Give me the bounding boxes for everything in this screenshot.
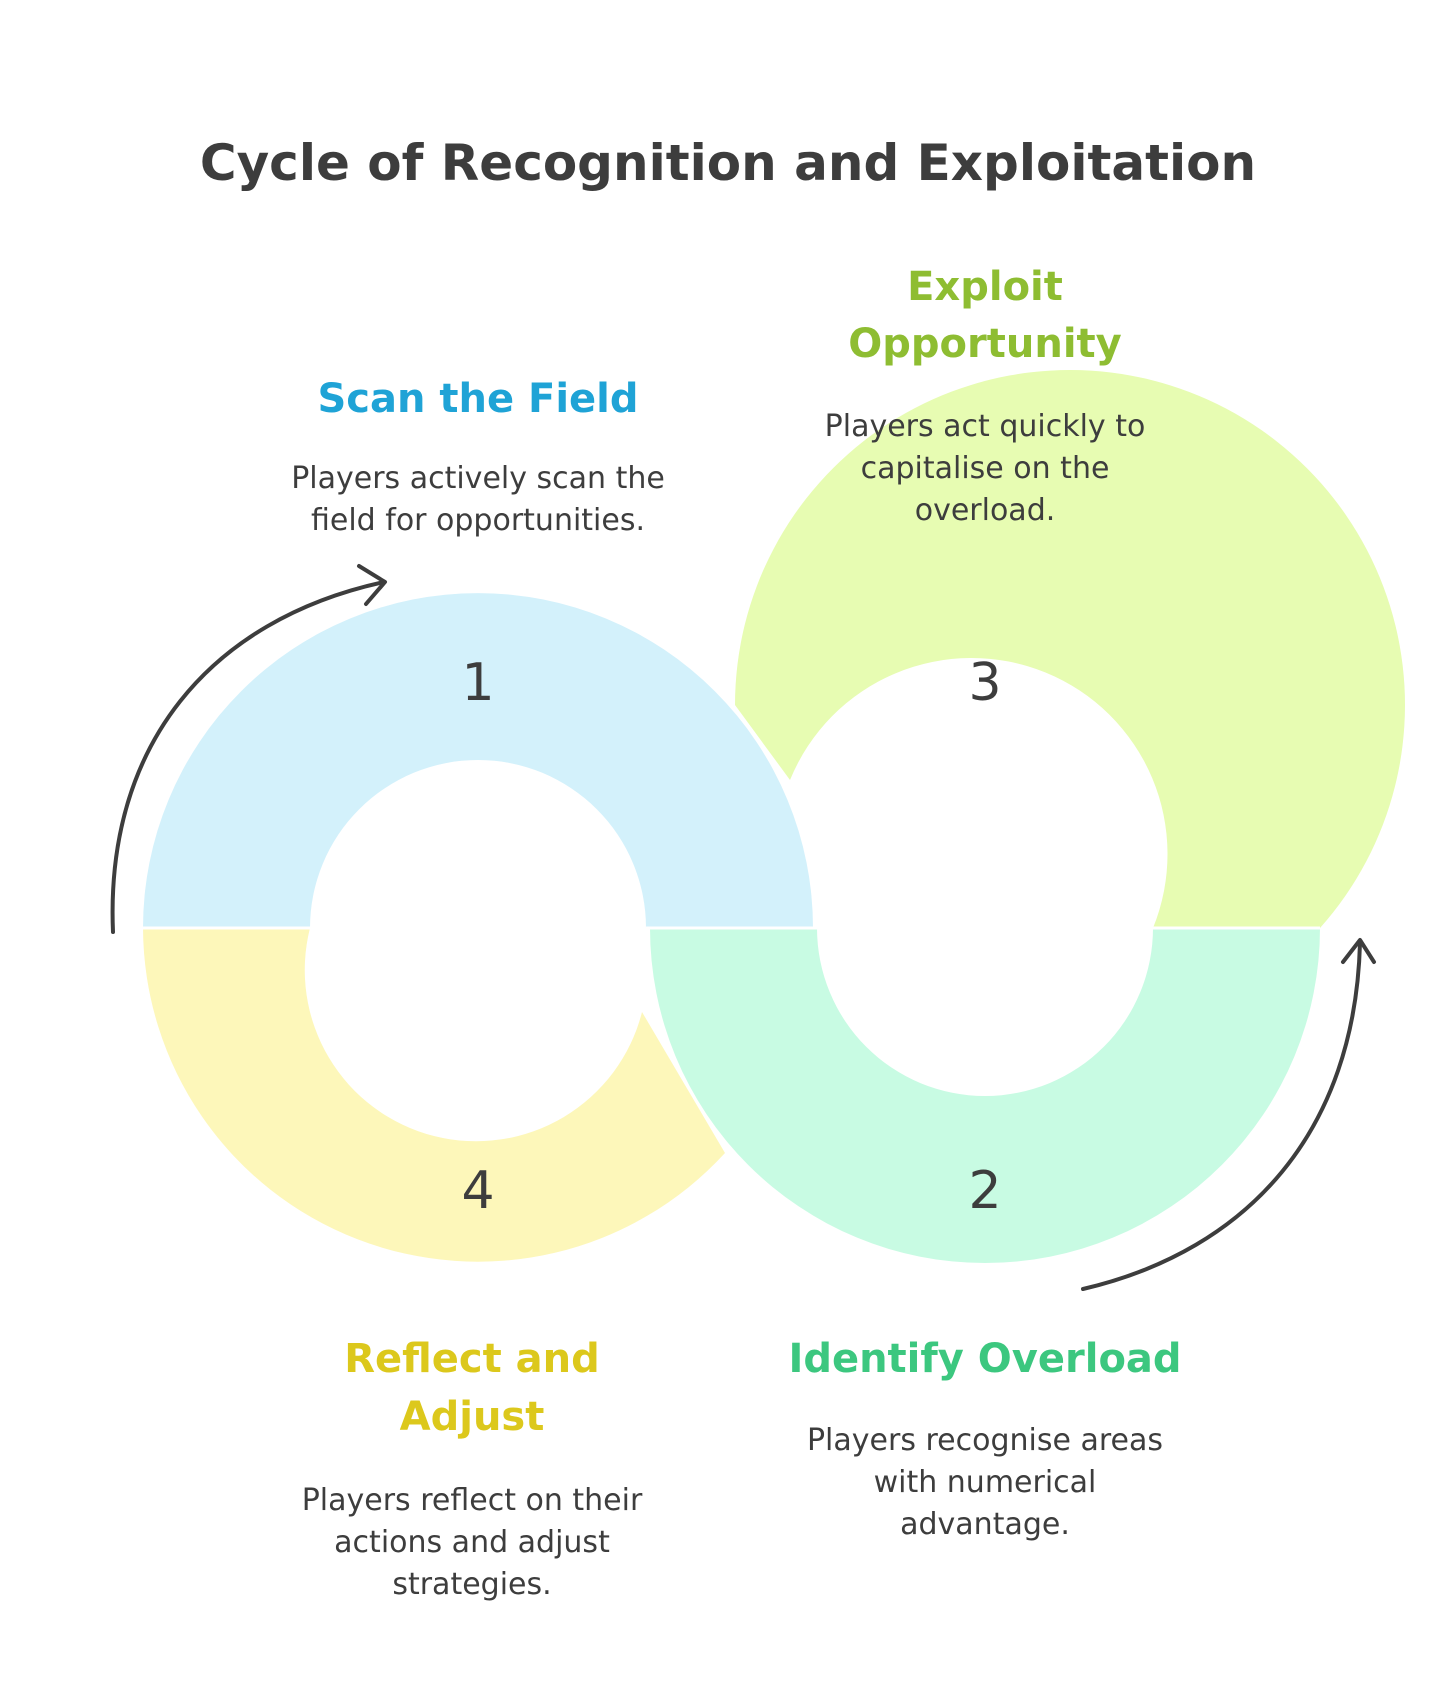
step-title-reflect-and-adjust: Reflect and bbox=[344, 1336, 600, 1382]
segment-3-exploit-opportunity bbox=[735, 370, 1405, 929]
step-description-line: Players actively scan the bbox=[291, 461, 665, 496]
step-title-identify-overload: Identify Overload bbox=[788, 1336, 1181, 1382]
step-title-reflect-and-adjust-line-2: Adjust bbox=[400, 1394, 545, 1440]
step-description-line: advantage. bbox=[900, 1507, 1070, 1542]
step-title-exploit-opportunity: Exploit bbox=[907, 264, 1063, 310]
step-description-line: with numerical bbox=[874, 1465, 1097, 1500]
diagram-title: Cycle of Recognition and Exploitation bbox=[200, 134, 1256, 192]
step-description-line: strategies. bbox=[392, 1567, 551, 1602]
step-number-1: 1 bbox=[461, 653, 494, 713]
step-title-scan-the-field: Scan the Field bbox=[317, 376, 638, 422]
step-number-2: 2 bbox=[968, 1161, 1001, 1221]
right-arrowhead-icon bbox=[1341, 938, 1376, 964]
step-description-line: Players act quickly to bbox=[825, 409, 1146, 444]
right-cycle-arrow-icon bbox=[1081, 941, 1362, 1291]
step-description-line: Players recognise areas bbox=[807, 1423, 1163, 1458]
segment-2-identify-overload bbox=[650, 928, 1320, 1263]
step-description-line: actions and adjust bbox=[334, 1525, 610, 1560]
step-number-3: 3 bbox=[968, 653, 1001, 713]
step-description-line: field for opportunities. bbox=[311, 503, 645, 538]
step-title-exploit-opportunity-line-2: Opportunity bbox=[848, 321, 1121, 367]
step-description-line: overload. bbox=[915, 493, 1056, 528]
segment-1-scan-the-field bbox=[143, 593, 813, 928]
segment-4-reflect-and-adjust bbox=[143, 928, 725, 1262]
step-description-line: Players reflect on their bbox=[302, 1483, 643, 1518]
left-cycle-arrow-icon bbox=[110, 580, 386, 934]
left-arrowhead-icon bbox=[357, 564, 387, 606]
step-description-line: capitalise on the bbox=[861, 451, 1110, 486]
step-number-4: 4 bbox=[461, 1161, 494, 1221]
